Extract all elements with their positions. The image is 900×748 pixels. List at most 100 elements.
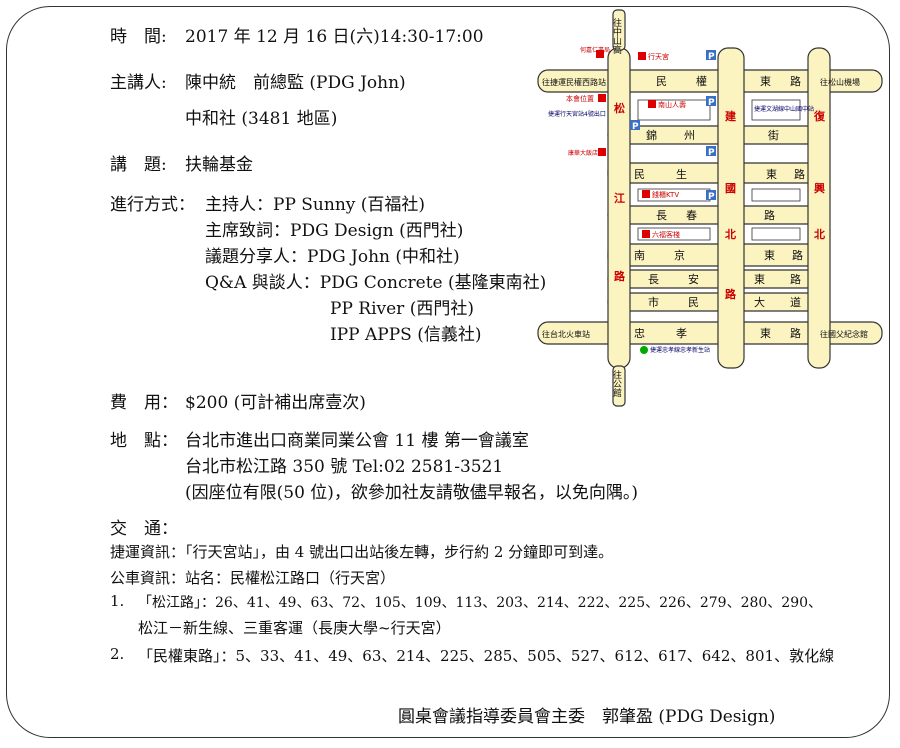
parking-letter: P [708,52,715,62]
street-char: 興 [814,181,825,195]
topic-label: 講 題: [110,155,167,175]
landmark-marker [648,100,656,108]
landmark-marker [596,50,604,58]
parking-letter: P [708,148,715,158]
venue-line3: (因座位有限(50 位)，欲參加社友請敬儘早報名，以免向隅。) [185,483,639,503]
format-line: IPP APPS (信義社) [330,325,482,345]
route-line: 「民權東路」：5、33、41、49、63、214、225、285、505、527… [138,647,835,665]
street-char: 民 [634,168,645,181]
parking-letter: P [708,98,715,108]
landmark-label: 六福客棧 [652,230,680,239]
road-south-stub [612,365,626,407]
road-jianguo [717,47,745,369]
parking-letter: P [708,192,715,202]
parking-icon [706,146,716,156]
time-value: 2017 年 12 月 16 日(六)14:30-17:00 [185,27,484,47]
east-top-label: 往松山機場 [820,77,860,87]
street-char: 路 [764,209,775,222]
landmark-marker [642,230,650,238]
street-char: 江 [614,191,625,205]
street-char: 復 [813,109,826,123]
map-labels: 往中山高 往公館 往捷運民權西路站 往松山機場 往台北火車站 往國父紀念館 [542,17,868,398]
landmark-label: 捷運行天宮站4號出口 [548,110,606,118]
route-line: 「松江路」：26、41、49、63、72、105、109、113、203、214… [138,595,823,611]
landmark-label: 行天宮 [648,52,669,61]
block [751,188,801,202]
street-char: 南 [634,249,645,262]
road-changchun [607,205,825,225]
street-char: 民 [688,296,699,309]
venue-marker [598,94,606,102]
street-char: 路 [790,273,801,286]
street-char: 春 [686,209,697,222]
format-line: 議題分享人：PDG John (中和社) [205,247,460,267]
street-char: 道 [790,295,801,309]
east-bottom-label: 往國父紀念館 [820,329,868,339]
parking-markers: P P P P P [630,50,716,202]
street-char: 北 [725,227,736,241]
street-char: 大 [754,295,765,309]
landmarks: 何嘉仁書局 行天宮 本會位置 捷運行天宮站4號出口 南山人壽 捷運文湖線中山國中… [548,46,814,354]
topic-value: 扶輪基金 [185,155,253,175]
speaker-line2: 中和社 (3481 地區) [185,109,338,129]
landmark-label: 捷運忠孝線忠孝新生站 [650,346,710,354]
street-char: 東 [760,327,771,340]
street-char: 國 [725,182,736,195]
street-char: 東 [754,273,765,286]
street-char: 街 [768,128,779,142]
street-char: 孝 [676,327,687,340]
format-line: 主席致詞：PDG Design (西門社) [205,221,464,241]
transport-mrt: 捷運資訊：「行天宮站」，由 4 號出口出站後左轉，步行約 2 分鐘即可到達。 [110,543,614,561]
speaker-line1: 陳中統 前總監 (PDG John) [185,73,406,93]
street-char: 生 [676,167,687,181]
street-char: 路 [790,327,801,340]
parking-icon [706,190,716,200]
landmark-label: 捷運文湖線中山國中站 [754,105,814,113]
landmark-marker [598,148,606,156]
transport-bus: 公車資訊：站名：民權松江路口（行天宮） [110,569,396,587]
street-char: 錦 [646,128,657,142]
signature: 圓桌會議指導委員會主委 郭肇盈 (PDG Design) [398,707,776,727]
street-char: 建 [725,109,737,123]
route-number: 1. [110,592,125,610]
page-frame [6,6,890,738]
street-char: 路 [614,269,626,283]
format-line: PP River (西門社) [330,299,474,319]
mrt-icon [640,346,648,354]
parking-icon [706,96,716,106]
venue-line2: 台北市松江路 350 號 Tel:02 2581-3521 [185,457,504,477]
street-char: 安 [688,272,699,286]
format-label: 進行方式： [110,195,195,215]
landmark-label: 何嘉仁書局 [580,46,610,54]
parking-icon [630,120,640,130]
parking-icon [706,50,716,60]
landmark-label: 南山人壽 [658,100,686,109]
west-top-label: 往捷運民權西路站 [542,77,606,87]
street-char: 北 [814,227,825,241]
route-line: 松江－新生線、三重客運（長庚大學~行天宮） [138,619,451,637]
block [637,227,711,241]
street-char: 路 [794,168,805,181]
south-label: 往公館 [611,369,622,398]
block [751,227,801,241]
landmark-marker [638,52,646,60]
street-char: 長 [648,273,659,286]
parking-letter: P [632,122,639,132]
street-char: 東 [760,75,771,88]
road-songjiang [607,47,631,369]
landmark-label: 錢櫃KTV [652,190,679,199]
location-map: 往中山高 往公館 往捷運民權西路站 往松山機場 往台北火車站 往國父紀念館 民 … [537,9,883,407]
street-char: 京 [674,248,685,262]
transport-label: 交 通： [110,519,178,539]
street-char: 松 [614,101,625,115]
landmark-label: 本會位置 [566,94,594,103]
street-char: 路 [792,249,803,262]
vertical-street-labels: 松 江 路 建 國 北 路 復 興 北 [614,101,826,301]
street-char: 市 [648,295,659,309]
street-char: 民 [656,75,667,88]
street-char: 東 [764,249,775,262]
street-char: 長 [656,209,667,222]
time-label: 時 間: [110,27,167,47]
street-char: 路 [725,287,737,301]
street-char: 東 [766,168,777,181]
